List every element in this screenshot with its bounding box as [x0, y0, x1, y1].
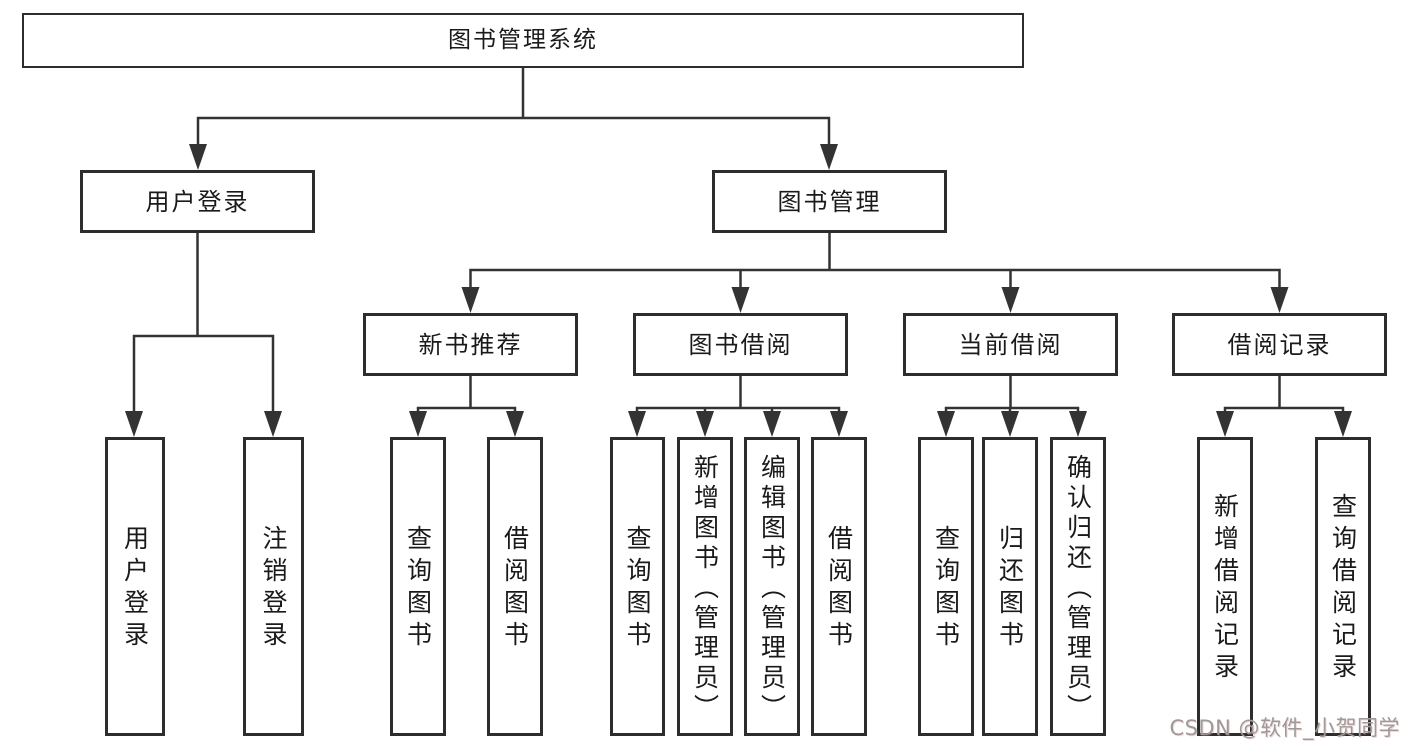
node-borrow-records: 借阅记录	[1172, 313, 1387, 376]
leaf-edit-book-admin: 编辑图书（管理员）	[744, 437, 800, 736]
leaf-add-book-admin: 新增图书（管理员）	[677, 437, 733, 736]
csdn-watermark: CSDN @软件_小贺同学	[1169, 716, 1400, 740]
node-user-login: 用户登录	[80, 170, 315, 233]
leaf-borrow-books: 借阅图书	[811, 437, 867, 736]
node-root-library-system: 图书管理系统	[22, 13, 1024, 68]
leaf-query-books-borrow: 查询图书	[610, 437, 665, 736]
leaf-logout: 注销登录	[243, 437, 304, 736]
node-book-borrow: 图书借阅	[633, 313, 848, 376]
tree-edges	[132, 66, 1345, 421]
leaf-query-books-recommend: 查询图书	[390, 437, 446, 736]
node-current-borrow: 当前借阅	[903, 313, 1118, 376]
leaf-query-borrow-record: 查询借阅记录	[1315, 437, 1371, 736]
node-new-book-recommend: 新书推荐	[363, 313, 578, 376]
leaf-query-books-current: 查询图书	[918, 437, 974, 736]
arrowhead-icon	[125, 144, 1352, 437]
leaf-confirm-return-admin: 确认归还（管理员）	[1050, 437, 1106, 736]
leaf-user-login: 用户登录	[105, 437, 165, 736]
leaf-add-borrow-record: 新增借阅记录	[1197, 437, 1253, 736]
leaf-borrow-books-recommend: 借阅图书	[487, 437, 543, 736]
node-book-management: 图书管理	[712, 170, 947, 233]
leaf-return-book: 归还图书	[982, 437, 1038, 736]
